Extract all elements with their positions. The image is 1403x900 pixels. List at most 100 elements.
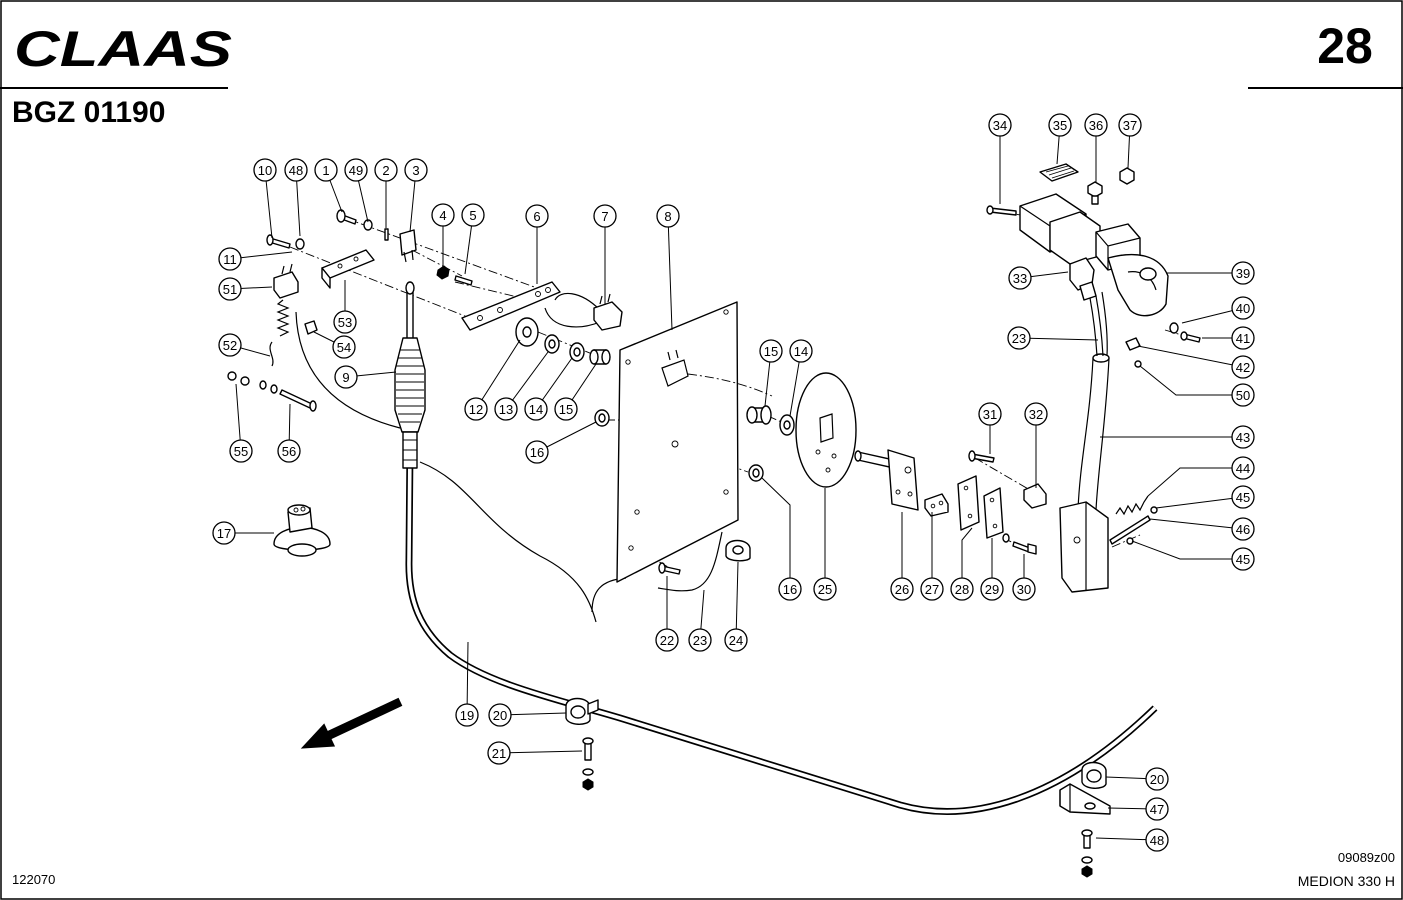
callout-circle bbox=[455, 703, 479, 727]
lever-bracket-33 bbox=[1069, 257, 1097, 301]
callout-circle bbox=[1231, 517, 1255, 541]
callout-45: 45 bbox=[1231, 547, 1255, 571]
leader-line-24 bbox=[735, 561, 739, 641]
bushing-15 bbox=[589, 349, 611, 365]
callout-2: 2 bbox=[374, 158, 398, 182]
handle-head-assembly bbox=[1019, 193, 1169, 317]
bolt-22 bbox=[658, 562, 681, 575]
callout-50: 50 bbox=[1231, 383, 1255, 407]
bolt-34 bbox=[986, 205, 1017, 216]
callout-4: 4 bbox=[431, 203, 455, 227]
nuts-55 bbox=[227, 371, 250, 386]
callout-circle bbox=[284, 158, 308, 182]
clip-42 bbox=[1125, 337, 1141, 351]
callout-33: 33 bbox=[1008, 266, 1032, 290]
callout-13: 13 bbox=[494, 397, 518, 421]
callout-28: 28 bbox=[950, 577, 974, 601]
cable-clamp-20-right bbox=[1081, 761, 1107, 789]
callout-30: 30 bbox=[1012, 577, 1036, 601]
callout-39: 39 bbox=[1231, 261, 1255, 285]
mounting-bracket-47 bbox=[1059, 783, 1111, 815]
callout-circle bbox=[333, 310, 357, 334]
knob-17 bbox=[273, 504, 331, 557]
leader-line-50 bbox=[1139, 365, 1243, 396]
callout-37: 37 bbox=[1118, 113, 1142, 137]
callout-54: 54 bbox=[332, 335, 356, 359]
ring-45-upper bbox=[1150, 506, 1158, 514]
callout-number: 28 bbox=[955, 582, 969, 597]
callout-circle bbox=[1145, 828, 1169, 852]
callout-circle bbox=[212, 521, 236, 545]
callout-circle bbox=[1231, 456, 1255, 480]
callout-circle bbox=[978, 402, 1002, 426]
callout-circle bbox=[655, 628, 679, 652]
direction-arrow bbox=[300, 697, 403, 749]
callout-5: 5 bbox=[461, 203, 485, 227]
callout-number: 13 bbox=[499, 402, 513, 417]
callout-number: 14 bbox=[794, 344, 808, 359]
callout-25: 25 bbox=[813, 577, 837, 601]
bracket-26 bbox=[854, 449, 919, 511]
bolt-30 bbox=[1002, 533, 1037, 555]
callout-circle bbox=[218, 247, 242, 271]
callout-number: 40 bbox=[1236, 301, 1250, 316]
callout-15: 15 bbox=[759, 339, 783, 363]
screw-50 bbox=[1134, 360, 1142, 368]
callout-44: 44 bbox=[1231, 456, 1255, 480]
callout-number: 35 bbox=[1053, 118, 1067, 133]
callout-circle bbox=[1231, 383, 1255, 407]
callout-56: 56 bbox=[277, 439, 301, 463]
bolt-21 bbox=[582, 737, 594, 791]
leader-line-16 bbox=[761, 477, 791, 589]
brand-logo: CLAAS bbox=[14, 21, 232, 77]
callout-number: 21 bbox=[492, 746, 506, 761]
callout-circle bbox=[524, 397, 548, 421]
callout-circle bbox=[920, 577, 944, 601]
callout-number: 14 bbox=[529, 402, 543, 417]
callout-number: 10 bbox=[258, 163, 272, 178]
callout-circle bbox=[525, 204, 549, 228]
callout-circle bbox=[656, 204, 680, 228]
drawing-number: 09089z00 bbox=[1338, 850, 1395, 865]
callout-number: 6 bbox=[533, 209, 540, 224]
callout-number: 46 bbox=[1236, 522, 1250, 537]
callout-number: 32 bbox=[1029, 407, 1043, 422]
callout-6: 6 bbox=[525, 204, 549, 228]
callout-number: 48 bbox=[289, 163, 303, 178]
callout-number: 55 bbox=[234, 444, 248, 459]
callout-circle bbox=[1231, 296, 1255, 320]
callout-27: 27 bbox=[920, 577, 944, 601]
callout-number: 2 bbox=[382, 163, 389, 178]
callout-circle bbox=[218, 277, 242, 301]
callout-circle bbox=[334, 365, 358, 389]
callout-circle bbox=[1145, 767, 1169, 791]
callout-number: 24 bbox=[729, 633, 743, 648]
callout-23: 23 bbox=[688, 628, 712, 652]
washer-12 bbox=[515, 317, 539, 347]
washer-14-right bbox=[779, 414, 795, 436]
block-27 bbox=[924, 493, 949, 517]
callout-47: 47 bbox=[1145, 797, 1169, 821]
callout-number: 27 bbox=[925, 582, 939, 597]
callout-55: 55 bbox=[229, 439, 253, 463]
callout-circle bbox=[1007, 326, 1031, 350]
screw-1 bbox=[336, 209, 357, 225]
callout-8: 8 bbox=[656, 204, 680, 228]
callout-circle bbox=[1008, 266, 1032, 290]
callout-number: 11 bbox=[223, 252, 237, 267]
cable-clamp-20-left bbox=[565, 697, 599, 725]
callout-number: 20 bbox=[493, 708, 507, 723]
callout-number: 48 bbox=[1150, 833, 1164, 848]
leader-line-12 bbox=[475, 339, 521, 410]
screw-36 bbox=[1087, 181, 1103, 205]
callout-1: 1 bbox=[314, 158, 338, 182]
callout-number: 7 bbox=[601, 209, 608, 224]
grommet-16 bbox=[594, 409, 610, 427]
callout-number: 9 bbox=[342, 370, 349, 385]
callout-49: 49 bbox=[344, 158, 368, 182]
callout-circle bbox=[789, 339, 813, 363]
callout-14: 14 bbox=[524, 397, 548, 421]
callout-number: 3 bbox=[412, 163, 419, 178]
